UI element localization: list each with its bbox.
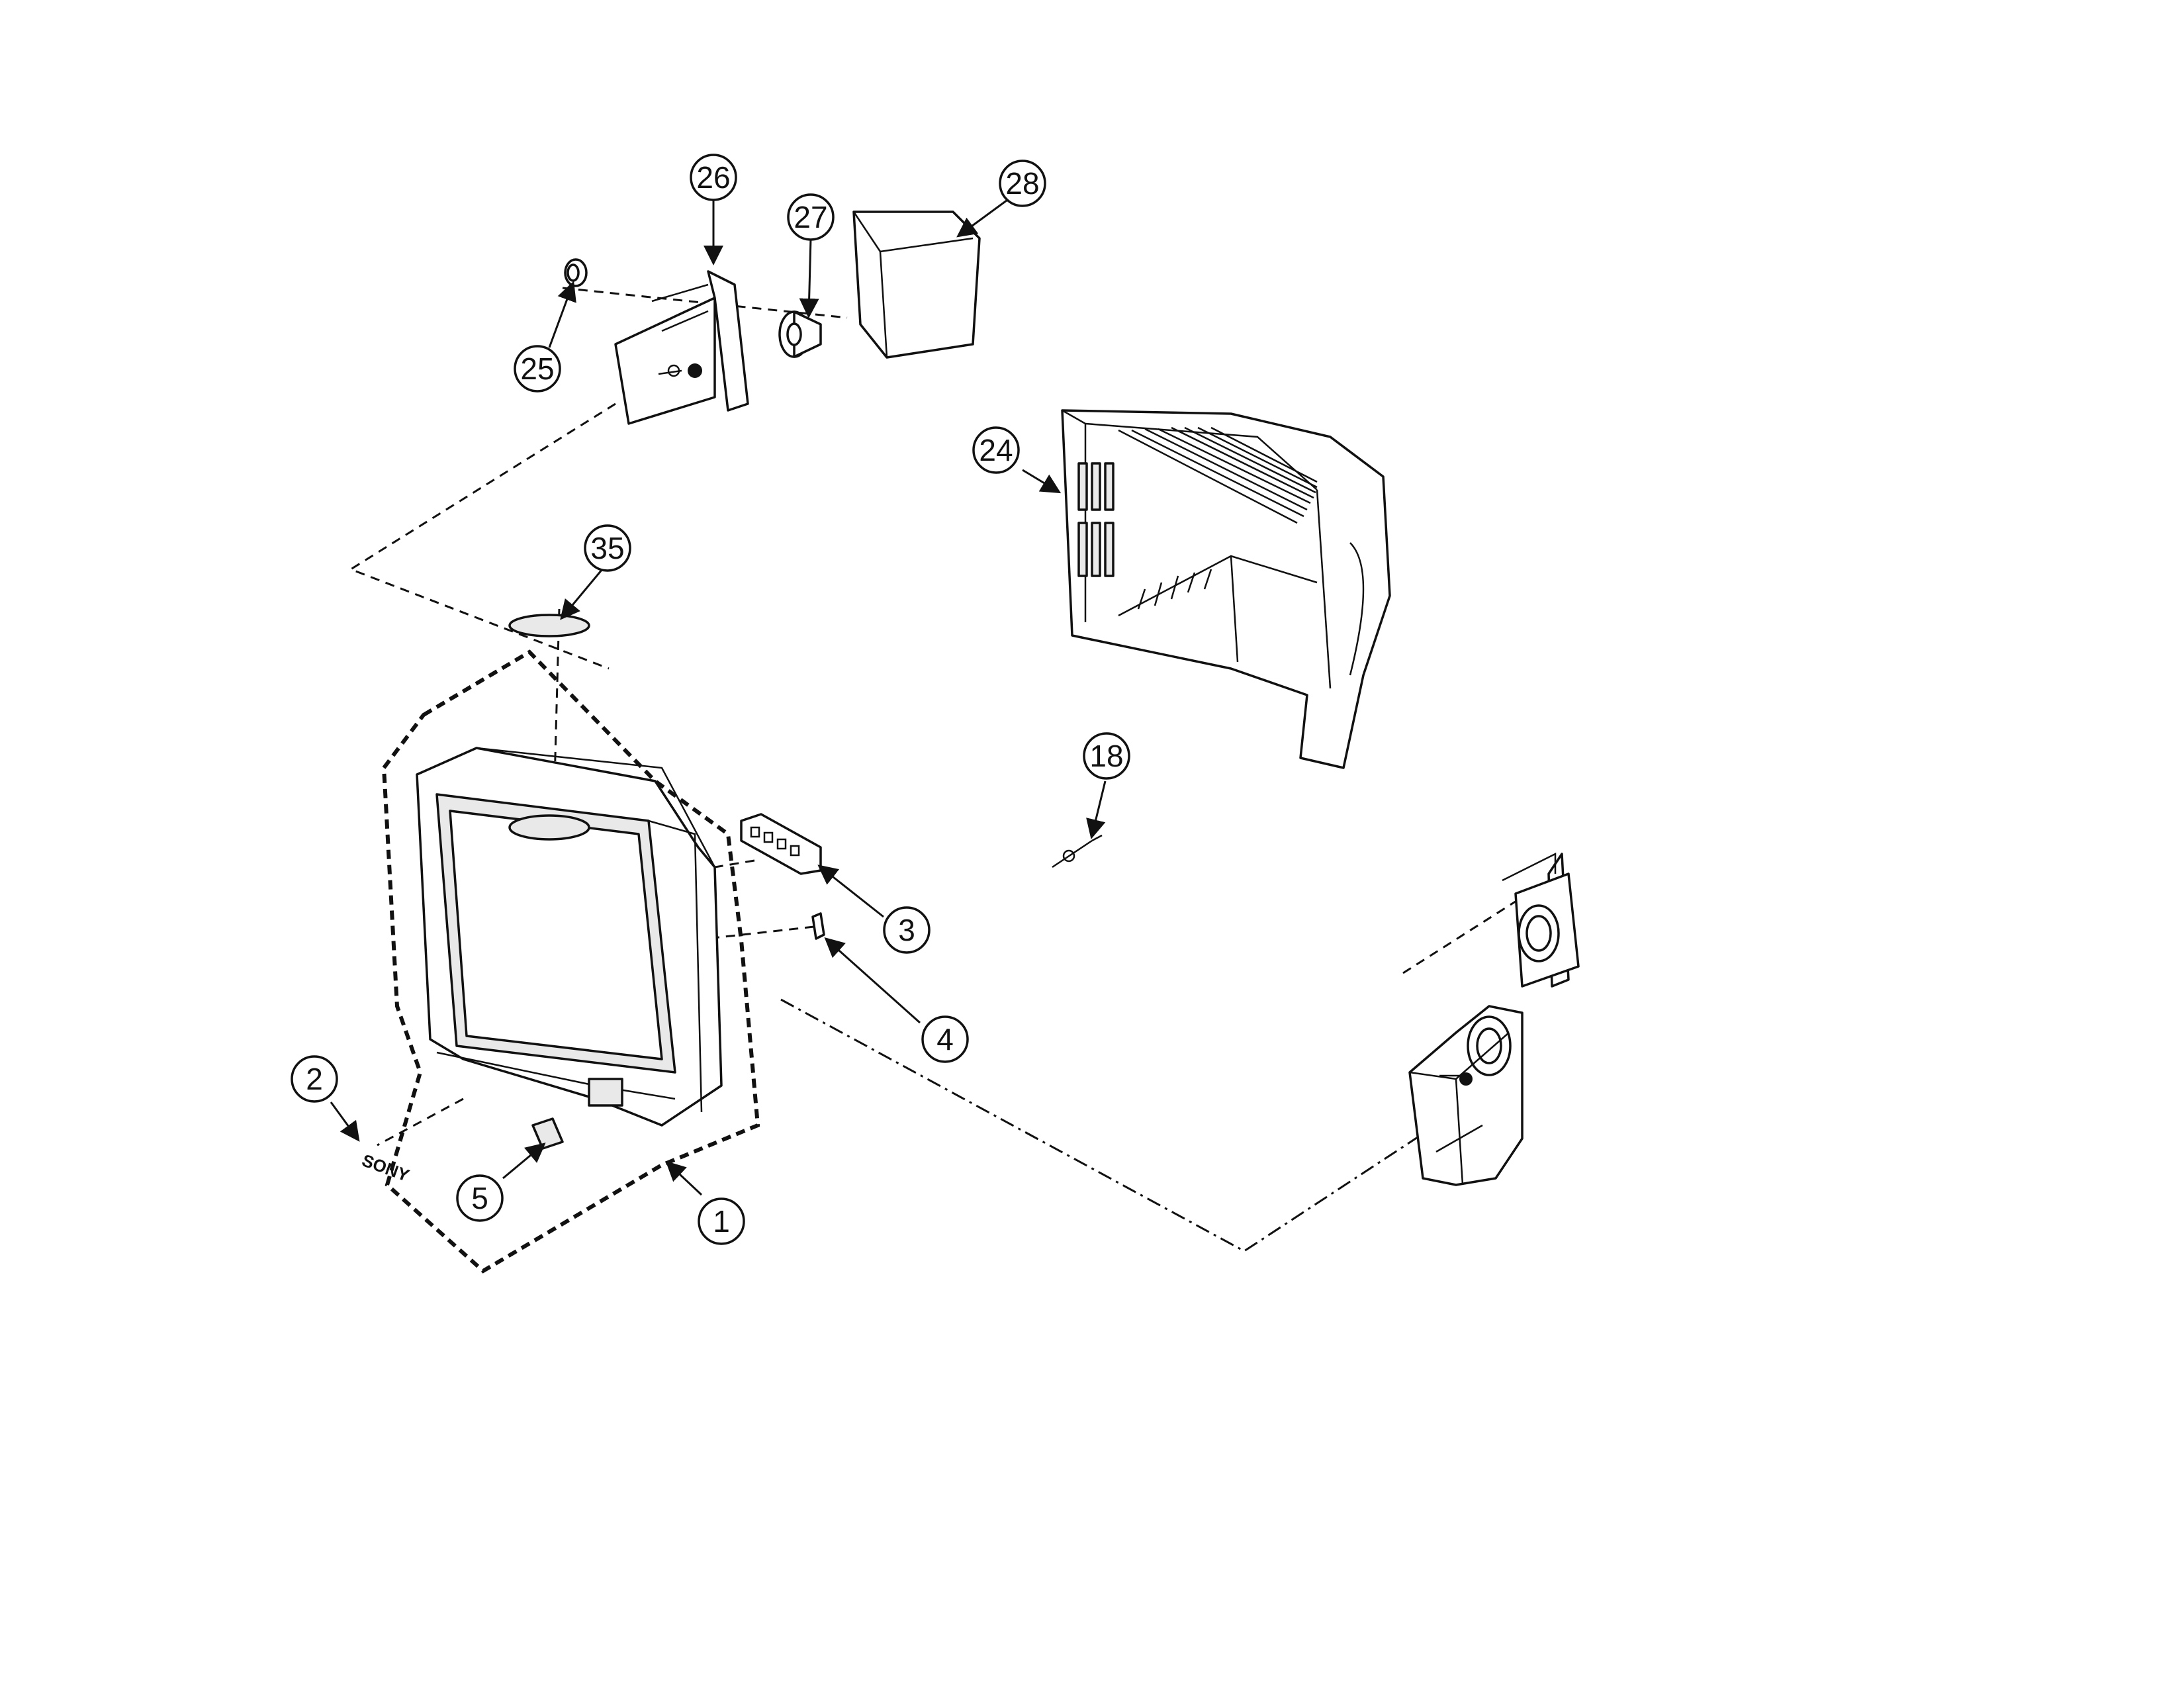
callout-26-label: 26 <box>696 160 730 195</box>
left-speaker-bracket-part <box>614 270 749 425</box>
callout-4-label: 4 <box>936 1022 954 1056</box>
button-strip-part <box>740 813 822 875</box>
callout-5-label: 5 <box>471 1181 488 1215</box>
callout-1-label: 1 <box>713 1204 730 1239</box>
callout-5: 5 <box>456 1174 504 1222</box>
callout-3: 3 <box>883 906 931 954</box>
callout-27-label: 27 <box>794 200 827 234</box>
callout-1: 1 <box>698 1197 745 1245</box>
callout-leaders <box>330 197 1107 1196</box>
brand-badge-part: SONY <box>359 1150 412 1185</box>
callout-2: 2 <box>291 1055 338 1103</box>
front-bezel-part <box>381 649 760 1274</box>
callout-18-label: 18 <box>1089 739 1123 773</box>
lens-part <box>778 310 822 358</box>
callout-28: 28 <box>999 160 1046 207</box>
right-speaker-bracket-part <box>1408 852 1580 1186</box>
callout-25: 25 <box>514 345 561 393</box>
callout-35-label: 35 <box>590 531 624 565</box>
assembly-guide-lines <box>348 250 1549 1252</box>
callout-24: 24 <box>972 426 1020 474</box>
callout-18: 18 <box>1083 732 1130 780</box>
callout-2-label: 2 <box>306 1062 323 1096</box>
clip-part <box>811 912 825 940</box>
knob-part <box>564 258 588 287</box>
callout-24-label: 24 <box>979 433 1013 467</box>
callout-26: 26 <box>690 154 737 201</box>
callout-3-label: 3 <box>898 913 915 947</box>
brand-badge-text: SONY <box>359 1150 412 1185</box>
rear-cabinet-part <box>1061 409 1391 769</box>
callout-4: 4 <box>921 1015 969 1063</box>
callout-28-label: 28 <box>1005 166 1039 201</box>
box-part <box>852 210 981 359</box>
emblem-part <box>508 614 590 637</box>
callout-35: 35 <box>584 524 631 572</box>
screw-part <box>1052 834 1103 868</box>
sensor-window-part <box>531 1117 564 1150</box>
callout-27: 27 <box>787 193 835 241</box>
callout-25-label: 25 <box>520 351 554 386</box>
